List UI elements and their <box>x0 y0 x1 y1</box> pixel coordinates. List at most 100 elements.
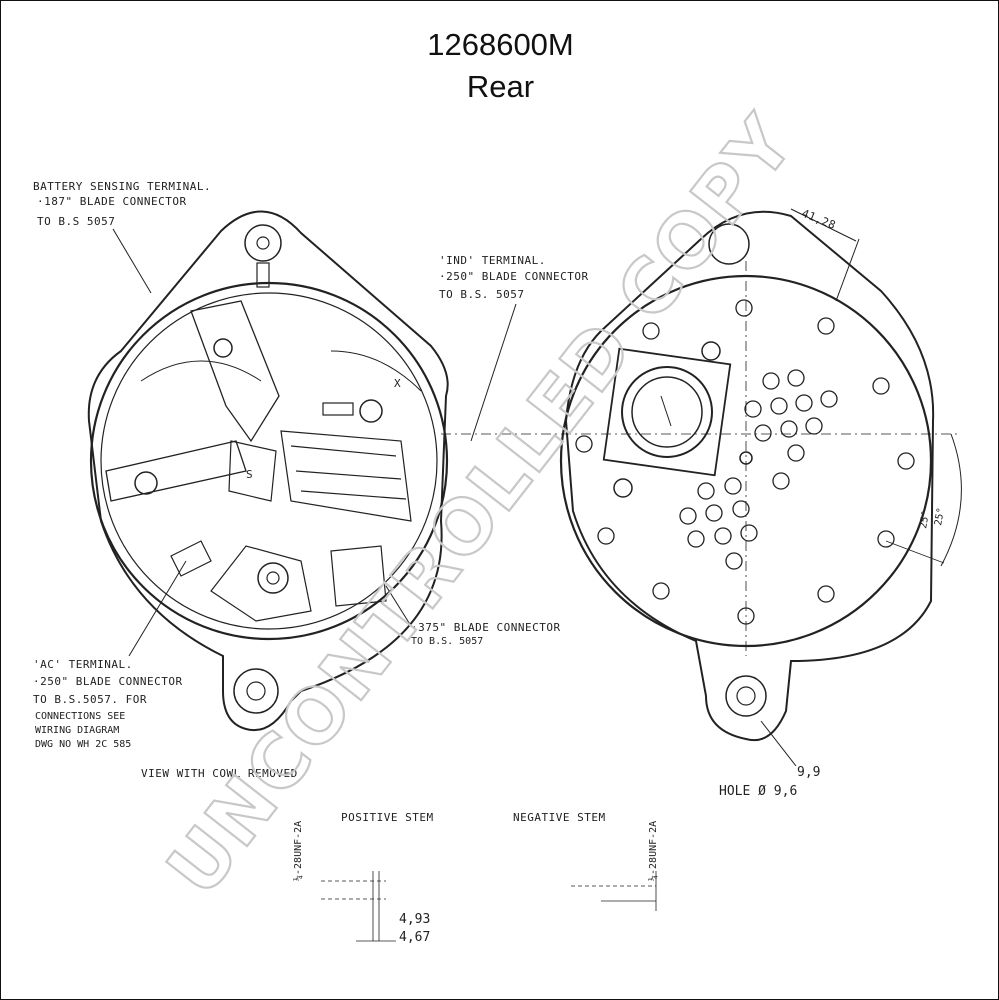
s-terminal-block <box>228 440 277 502</box>
vent-hole <box>805 417 823 435</box>
ind-label-line-1: 'IND' TERMINAL. <box>439 254 546 267</box>
part-number-title: 1268600M <box>427 27 574 62</box>
ind-label-line-2: ·250" BLADE CONNECTOR <box>439 270 589 283</box>
hole-value: 9,9 <box>797 765 820 780</box>
right-stud <box>359 399 383 423</box>
vent-hole <box>770 397 788 415</box>
thread-left-label: ¼-28UNF-2A <box>292 821 304 881</box>
diode-lead <box>170 540 212 577</box>
regulator-body <box>280 430 412 522</box>
right-top-ear <box>708 223 750 265</box>
vent-hole <box>762 372 780 390</box>
vent-hole <box>737 607 755 625</box>
blade-block <box>330 545 387 607</box>
vent-hole <box>642 322 660 340</box>
bearing-plate <box>602 347 732 477</box>
vent-hole <box>780 420 798 438</box>
view-subtitle: Rear <box>466 69 535 104</box>
vent-hole <box>897 452 915 470</box>
screw-bottom <box>613 478 633 498</box>
vent-holes <box>575 299 915 625</box>
vent-hole <box>597 527 615 545</box>
angle-leg <box>885 540 945 564</box>
right-alternator-view <box>441 208 962 767</box>
lower-stud-hole <box>266 571 280 585</box>
vent-hole <box>754 424 772 442</box>
right-housing-outline <box>564 210 935 742</box>
angle-arc <box>940 433 962 567</box>
left-bottom-ear-hole <box>246 681 266 701</box>
s-mark: S <box>246 468 253 481</box>
battery-terminal-label: BATTERY SENSING TERMINAL. ·187" BLADE CO… <box>33 180 211 294</box>
vent-hole <box>772 472 790 490</box>
left-bottom-ear <box>233 668 279 714</box>
battery-leader <box>112 228 152 294</box>
vent-hole <box>795 394 813 412</box>
left-bracket <box>105 440 247 502</box>
left-alternator-view: X S <box>87 210 449 732</box>
vent-hole <box>652 582 670 600</box>
ac-label-line-6: DWG NO WH 2C 585 <box>35 739 131 750</box>
vent-hole <box>725 552 743 570</box>
vent-hole <box>740 524 758 542</box>
vent-hole <box>724 477 742 495</box>
vent-hole <box>679 507 697 525</box>
left-top-ear-hole <box>256 236 270 250</box>
negative-stem-label: NEGATIVE STEM <box>513 811 606 824</box>
lower-stud <box>257 562 289 594</box>
right-bottom-ear <box>725 675 767 717</box>
positive-stem-label: POSITIVE STEM <box>341 811 434 824</box>
top-dim-leader <box>835 238 860 302</box>
battery-label-line-1: BATTERY SENSING TERMINAL. <box>33 180 211 193</box>
vent-hole <box>735 299 753 317</box>
left-top-stem <box>256 262 270 288</box>
ac-label-line-4: CONNECTIONS SEE <box>35 711 125 722</box>
angle-outer: 25° <box>918 510 932 530</box>
blade375-label: ·375" BLADE CONNECTOR TO B.S. 5057 <box>385 585 561 647</box>
battery-label-line-2: ·187" BLADE CONNECTOR <box>37 195 187 208</box>
vent-hole <box>787 444 805 462</box>
vent-hole <box>575 435 593 453</box>
ind-terminal-label: 'IND' TERMINAL. ·250" BLADE CONNECTOR TO… <box>439 254 589 442</box>
ind-label-line-3: TO B.S. 5057 <box>439 288 524 301</box>
stud-connector <box>322 402 354 416</box>
left-top-ear <box>244 224 282 262</box>
right-bottom-ear-hole <box>736 686 756 706</box>
left-screw <box>134 471 158 495</box>
blade375-leader <box>385 585 412 627</box>
vent-hole <box>872 377 890 395</box>
vent-hole <box>687 530 705 548</box>
x-mark: X <box>394 377 401 390</box>
vent-hole <box>817 317 835 335</box>
ac-leader <box>128 560 187 657</box>
top-dim-line <box>790 208 857 242</box>
blade375-line-1: ·375" BLADE CONNECTOR <box>411 621 561 634</box>
view-caption: VIEW WITH COWL REMOVED <box>141 767 298 780</box>
vent-hole <box>732 500 750 518</box>
dim-lower: 4,67 <box>399 930 430 945</box>
vent-hole <box>820 390 838 408</box>
left-inner-circle <box>100 292 438 630</box>
vent-hole <box>817 585 835 603</box>
vent-hole <box>787 369 805 387</box>
bearing-inner <box>631 376 703 448</box>
fan-arcs <box>140 350 422 392</box>
angle-inner: 25° <box>933 507 947 527</box>
stem-details: POSITIVE STEM NEGATIVE STEM ¼-28UNF-2A ¼… <box>292 811 659 942</box>
ac-label-line-2: ·250" BLADE CONNECTOR <box>33 675 183 688</box>
regulator-ribs <box>290 445 407 500</box>
vent-hole <box>705 504 723 522</box>
hole-leader <box>760 720 797 767</box>
bearing-outer <box>621 366 713 458</box>
screw-top <box>701 341 721 361</box>
vent-hole <box>877 530 895 548</box>
vent-hole <box>714 527 732 545</box>
vent-hole <box>697 482 715 500</box>
ac-terminal-label: 'AC' TERMINAL. ·250" BLADE CONNECTOR TO … <box>33 560 187 750</box>
vent-hole <box>744 400 762 418</box>
upper-screw <box>213 338 233 358</box>
dim-upper: 4,93 <box>399 912 430 927</box>
thread-right-label: ¼-28UNF-2A <box>647 821 659 881</box>
ac-label-line-1: 'AC' TERMINAL. <box>33 658 133 671</box>
